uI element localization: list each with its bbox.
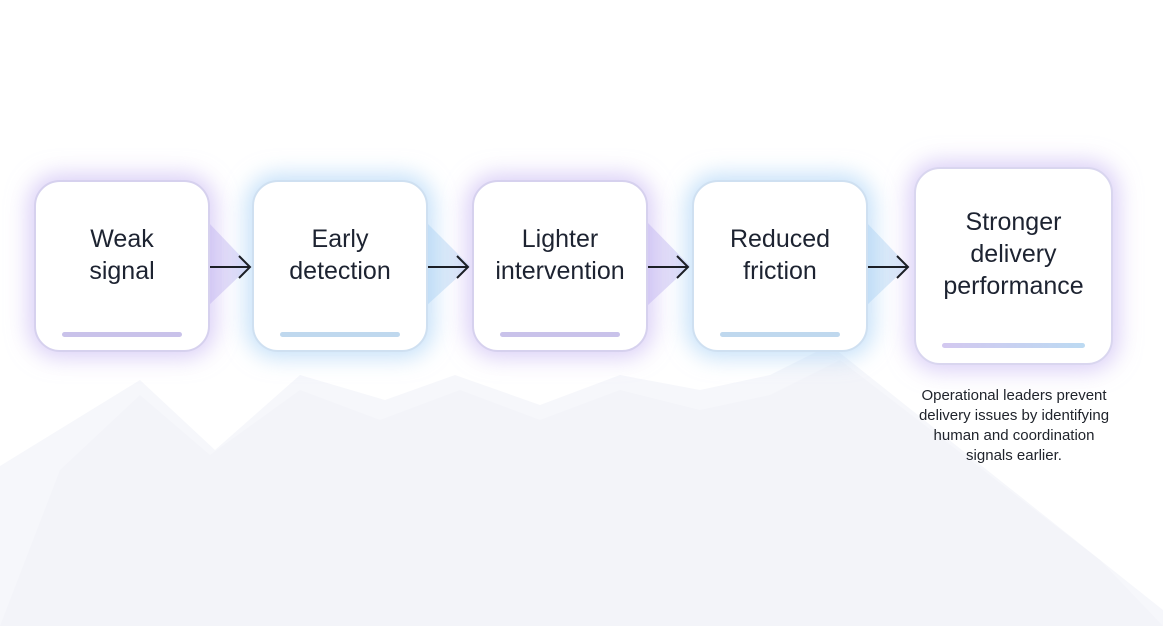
step-label: Weak signal [83,223,160,287]
step-progress-bar [720,332,840,337]
step-progress-bar [942,343,1085,348]
step-progress-bar [62,332,182,337]
step-progress-bar [280,332,400,337]
caption-line: human and coordination [933,427,1095,444]
caption-line: delivery issues by identifying [918,407,1110,424]
step-label-line: delivery [970,240,1057,268]
step-label-line: Stronger [965,208,1062,236]
connector-glow [866,222,908,306]
step-label-line: friction [743,257,817,285]
connector-glow [647,222,690,306]
caption-line: signals earlier. [966,447,1062,464]
right-arrow-icon [648,255,690,279]
step-label: Stronger delivery performance [937,206,1089,302]
background-mountain-shape-inner [0,360,1163,626]
outcome-caption: Operational leaders prevent delivery iss… [898,386,1130,466]
step-label: Lighter intervention [489,223,630,287]
step-label-line: performance [943,272,1084,300]
step-label-line: detection [289,257,391,285]
connector-glow [426,222,470,306]
right-arrow-icon [428,255,470,279]
connector-glow [208,222,250,306]
step-label: Early detection [283,223,396,287]
step-progress-bar [500,332,620,337]
step-label-line: signal [89,257,155,285]
step-card-lighter-intervention: Lighter intervention [472,180,648,352]
step-label-line: Weak [90,225,154,253]
step-label-line: Early [311,225,369,253]
caption-line: Operational leaders prevent [921,387,1107,404]
step-label: Reduced friction [724,223,836,287]
step-card-weak-signal: Weak signal [34,180,210,352]
right-arrow-icon [210,255,252,279]
right-arrow-icon [868,255,910,279]
step-card-reduced-friction: Reduced friction [692,180,868,352]
step-card-stronger-delivery-performance: Stronger delivery performance [914,167,1113,365]
step-label-line: intervention [495,257,625,285]
step-label-line: Reduced [729,225,831,253]
step-label-line: Lighter [521,225,599,253]
step-card-early-detection: Early detection [252,180,428,352]
